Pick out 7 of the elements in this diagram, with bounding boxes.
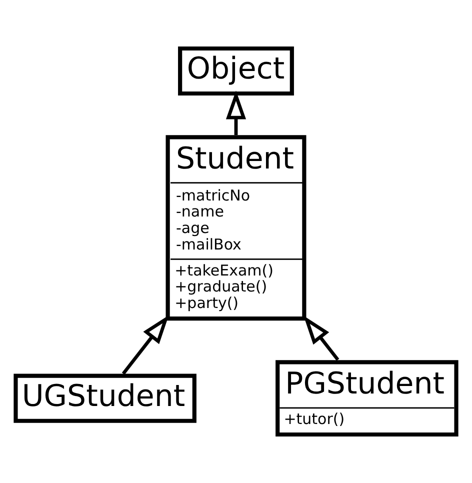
arrow [304,316,340,361]
node-box: PGStudent +tutor() [276,360,458,437]
arrow [226,90,246,136]
node-box: UGStudent [14,374,196,423]
arrow [122,315,169,375]
node-box: Student -matricNo -name -age -mailBox +takeExam() +graduate() +party() [166,135,306,321]
node-box: Object [178,46,294,96]
